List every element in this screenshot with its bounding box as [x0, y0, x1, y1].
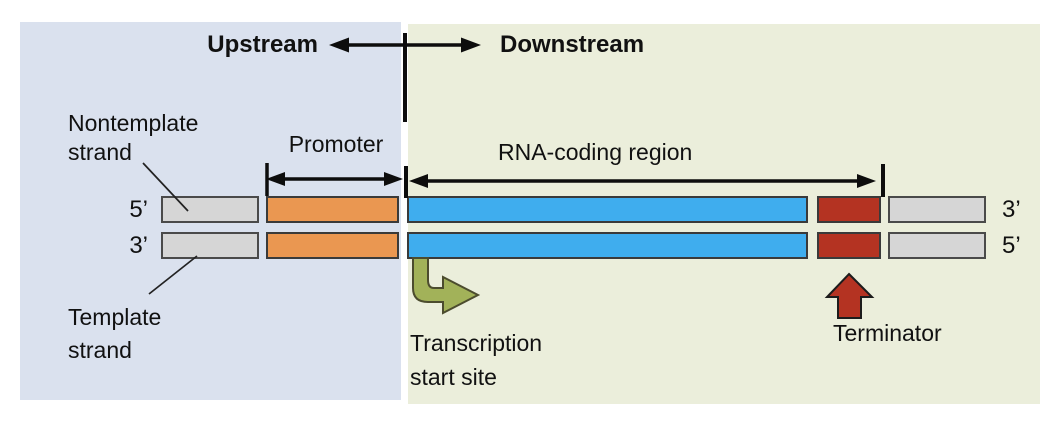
nontemplate-left-end-label: 5’ [129, 196, 148, 223]
template-strand-label: Template strand [68, 301, 161, 367]
nontemplate-terminator-segment [817, 196, 881, 223]
template-strand-label-line1: Template [68, 304, 162, 330]
template-terminator-segment [817, 232, 881, 259]
template-downstream-flank-segment [888, 232, 986, 259]
nontemplate-downstream-flank-segment [888, 196, 986, 223]
transcription-start-site-label-line1: Transcription [410, 330, 543, 356]
template-rna-coding-segment [407, 232, 808, 259]
template-right-end-label: 5’ [1002, 232, 1021, 259]
nontemplate-right-end-label: 3’ [1002, 196, 1021, 223]
upstream-label: Upstream [207, 31, 318, 58]
template-left-end-label: 3’ [129, 232, 148, 259]
rna-coding-region-label: RNA-coding region [498, 139, 693, 165]
template-promoter-segment [266, 232, 399, 259]
nontemplate-rna-coding-segment [407, 196, 808, 223]
transcription-start-site-label: Transcription start site [410, 326, 542, 394]
nontemplate-strand-label-line2: strand [68, 139, 132, 165]
nontemplate-upstream-flank-segment [161, 196, 259, 223]
terminator-label: Terminator [833, 320, 942, 346]
transcription-start-site-label-line2: start site [410, 364, 497, 390]
nontemplate-promoter-segment [266, 196, 399, 223]
template-upstream-flank-segment [161, 232, 259, 259]
nontemplate-strand-label: Nontemplate strand [68, 109, 198, 167]
downstream-label: Downstream [500, 31, 645, 58]
nontemplate-strand-label-line1: Nontemplate [68, 110, 199, 136]
template-strand-label-line2: strand [68, 337, 132, 363]
promoter-label: Promoter [288, 131, 384, 157]
